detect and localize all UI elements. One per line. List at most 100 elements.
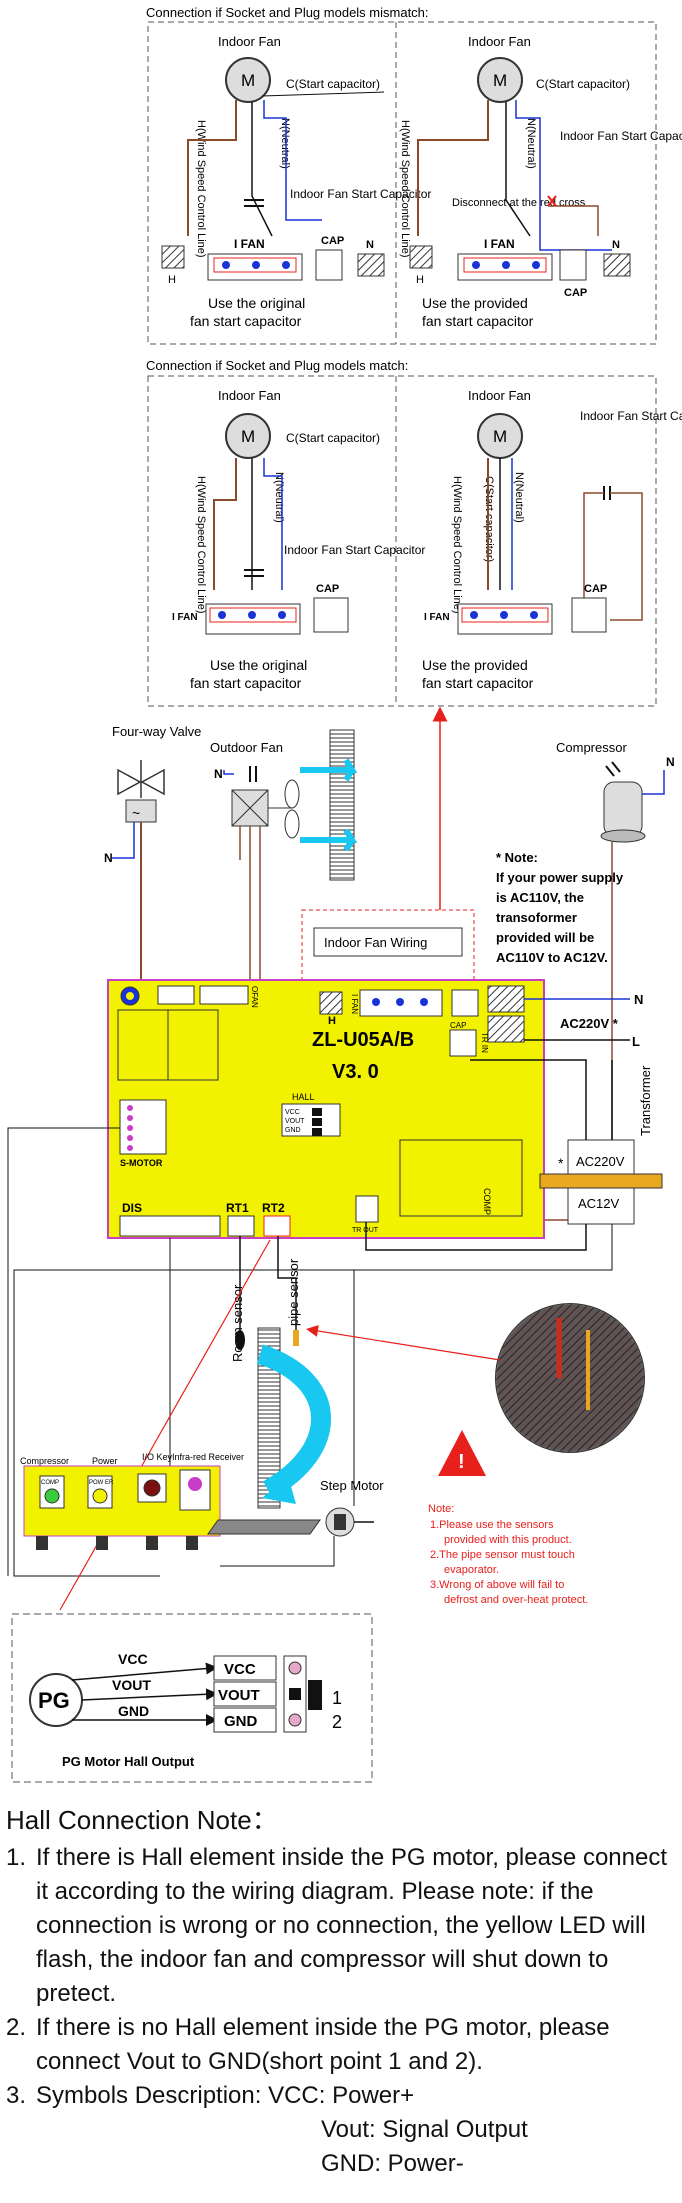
caption-1-mr: Use the provided [422, 657, 528, 673]
h-label-r: H(Wind Speed Control Line) [399, 120, 411, 258]
cap-label-m2: CAP [316, 583, 339, 595]
board-version: V3. 0 [332, 1061, 379, 1083]
airflow-arrow-1 [300, 758, 358, 782]
rt1-connector [227, 1215, 255, 1237]
comp-led-label: COMP [41, 1480, 59, 1486]
pg-pin-label: VOUT [218, 1687, 260, 1704]
transformer-bottom: AC12V [578, 1196, 620, 1211]
hall-pin-label: GND [285, 1127, 301, 1134]
compressor-icon [603, 781, 643, 837]
ifan-label-r: I FAN [484, 237, 515, 251]
pg-wire-label: GND [118, 1703, 149, 1719]
caption-2-r: fan start capacitor [422, 313, 534, 329]
list-item: 3. Symbols Description: VCC: Power+ Vout… [6, 2079, 676, 2181]
fan-label: Indoor Fan [218, 34, 281, 49]
io-key-icon[interactable] [143, 1479, 161, 1497]
hall-pin-label: VCC [285, 1109, 300, 1116]
valve-icon [117, 768, 165, 796]
board-section: Four-way Valve ~ N Outdoor Fan N Compres… [7, 724, 675, 1611]
room-sensor-label: Room sensor [230, 1284, 245, 1362]
h-terminal-label-r: H [416, 274, 424, 286]
list-text: If there is no Hall element inside the P… [36, 2014, 610, 2075]
board-model: ZL-U05A/B [312, 1029, 414, 1051]
fan-motor-icon-m [225, 413, 271, 459]
h-terminal [161, 245, 185, 269]
mismatch-title: Connection if Socket and Plug models mis… [146, 5, 429, 20]
sym-vout: Vout: Signal Output [321, 2116, 528, 2143]
c-label-m: C(Start capacitor) [286, 431, 380, 445]
h-label-m: H(Wind Speed Control Line) [195, 476, 207, 614]
s-motor-label: S-MOTOR [120, 1158, 163, 1168]
cap-label-m: Indoor Fan Start Capacitor [284, 543, 425, 557]
n-label-r: N(Neutral) [525, 118, 537, 169]
fan-label-r: Indoor Fan [468, 34, 531, 49]
warning-section: ! Note: 1.Please use the sensors provide… [306, 1303, 645, 1606]
match-title: Connection if Socket and Plug models mat… [146, 358, 408, 373]
list-num: 3. [6, 2082, 27, 2109]
comp-led-icon [44, 1488, 60, 1504]
indoor-fan-wiring-label: Indoor Fan Wiring [324, 935, 427, 950]
rt1-label: RT1 [226, 1201, 249, 1215]
pg-label: PG [38, 1688, 70, 1713]
cap-socket [315, 249, 343, 281]
n-terminal-label-r: N [612, 239, 620, 251]
warning-icon [438, 1430, 486, 1476]
fan-motor-icon [225, 57, 271, 103]
power-led-label: POW ER [89, 1480, 114, 1486]
outdoor-fan-label: Outdoor Fan [210, 740, 283, 755]
compressor-n-label: N [666, 755, 675, 769]
n-label: N(Neutral) [279, 118, 291, 169]
comp-label: COMP [482, 1188, 492, 1215]
hall-note-title: Hall Connection Note： [6, 1805, 278, 1835]
condenser-icon [329, 729, 355, 881]
match-right-panel: Indoor Fan M Indoor Fan Start Capacitor … [422, 388, 682, 691]
match-frame [147, 375, 657, 707]
pipe-sensor-icon [293, 1330, 299, 1346]
pg-point-num: 1 [332, 1688, 342, 1708]
ifan-label-m: I FAN [172, 612, 198, 623]
disconnect-note: Disconnect at the red cross [452, 197, 586, 209]
hall-pointer-line [59, 1239, 271, 1611]
pg-pin-label: VCC [224, 1661, 256, 1678]
c-label-r: C(Start capacitor) [536, 77, 630, 91]
valve-n-label: N [104, 851, 113, 865]
warning-title: Note: [428, 1503, 454, 1515]
valve-coil-icon [125, 799, 157, 823]
mismatch-right-panel: Indoor Fan M C(Start capacitor) H(Wind S… [399, 34, 682, 329]
evaporator-icon [257, 1327, 281, 1509]
rt2-connector [263, 1215, 291, 1237]
warning-line: evaporator. [444, 1564, 499, 1576]
list-text: Symbols Description: VCC: Power+ Vout: S… [36, 2079, 676, 2181]
caption-2-mr: fan start capacitor [422, 675, 534, 691]
rt2-label: RT2 [262, 1201, 285, 1215]
warning-line: provided with this product. [444, 1534, 572, 1546]
pg-point-num: 2 [332, 1712, 342, 1732]
motor-letter-m: M [241, 427, 255, 446]
hall-connection-note: Hall Connection Note： 1. If there is Hal… [6, 1800, 676, 2181]
room-sensor-icon [235, 1330, 245, 1350]
cap-label-r: Indoor Fan Start Capacitor [560, 129, 682, 143]
match-section: Connection if Socket and Plug models mat… [146, 358, 682, 707]
board-h-label: H [328, 1015, 336, 1027]
match-left-panel: Indoor Fan M C(Start capacitor) H(Wind S… [172, 388, 425, 691]
h-label-mr: H(Wind Speed Control Line) [451, 476, 463, 614]
panel-label: I/O Key [142, 1452, 173, 1462]
ifan-label-mr: I FAN [424, 612, 450, 623]
list-num: 1. [6, 1844, 27, 1871]
cap-label: CAP [321, 235, 344, 247]
note-line: is AC110V, the [496, 890, 584, 905]
note-line: provided will be [496, 930, 594, 945]
transformer-top: AC220V [576, 1154, 625, 1169]
fan-connector [199, 985, 249, 1005]
note-title: * Note: [496, 850, 538, 865]
fan-motor-icon-r [477, 57, 523, 103]
caption-1-r: Use the provided [422, 295, 528, 311]
note-line: AC110V to AC12V. [496, 950, 608, 965]
list-text: If there is Hall element inside the PG m… [36, 1844, 667, 2007]
pg-pin-label: GND [224, 1713, 258, 1730]
hall-connector [281, 1103, 341, 1137]
motor-letter-r: M [493, 71, 507, 90]
list-num: 2. [6, 2014, 27, 2041]
pg-frame [11, 1613, 373, 1783]
